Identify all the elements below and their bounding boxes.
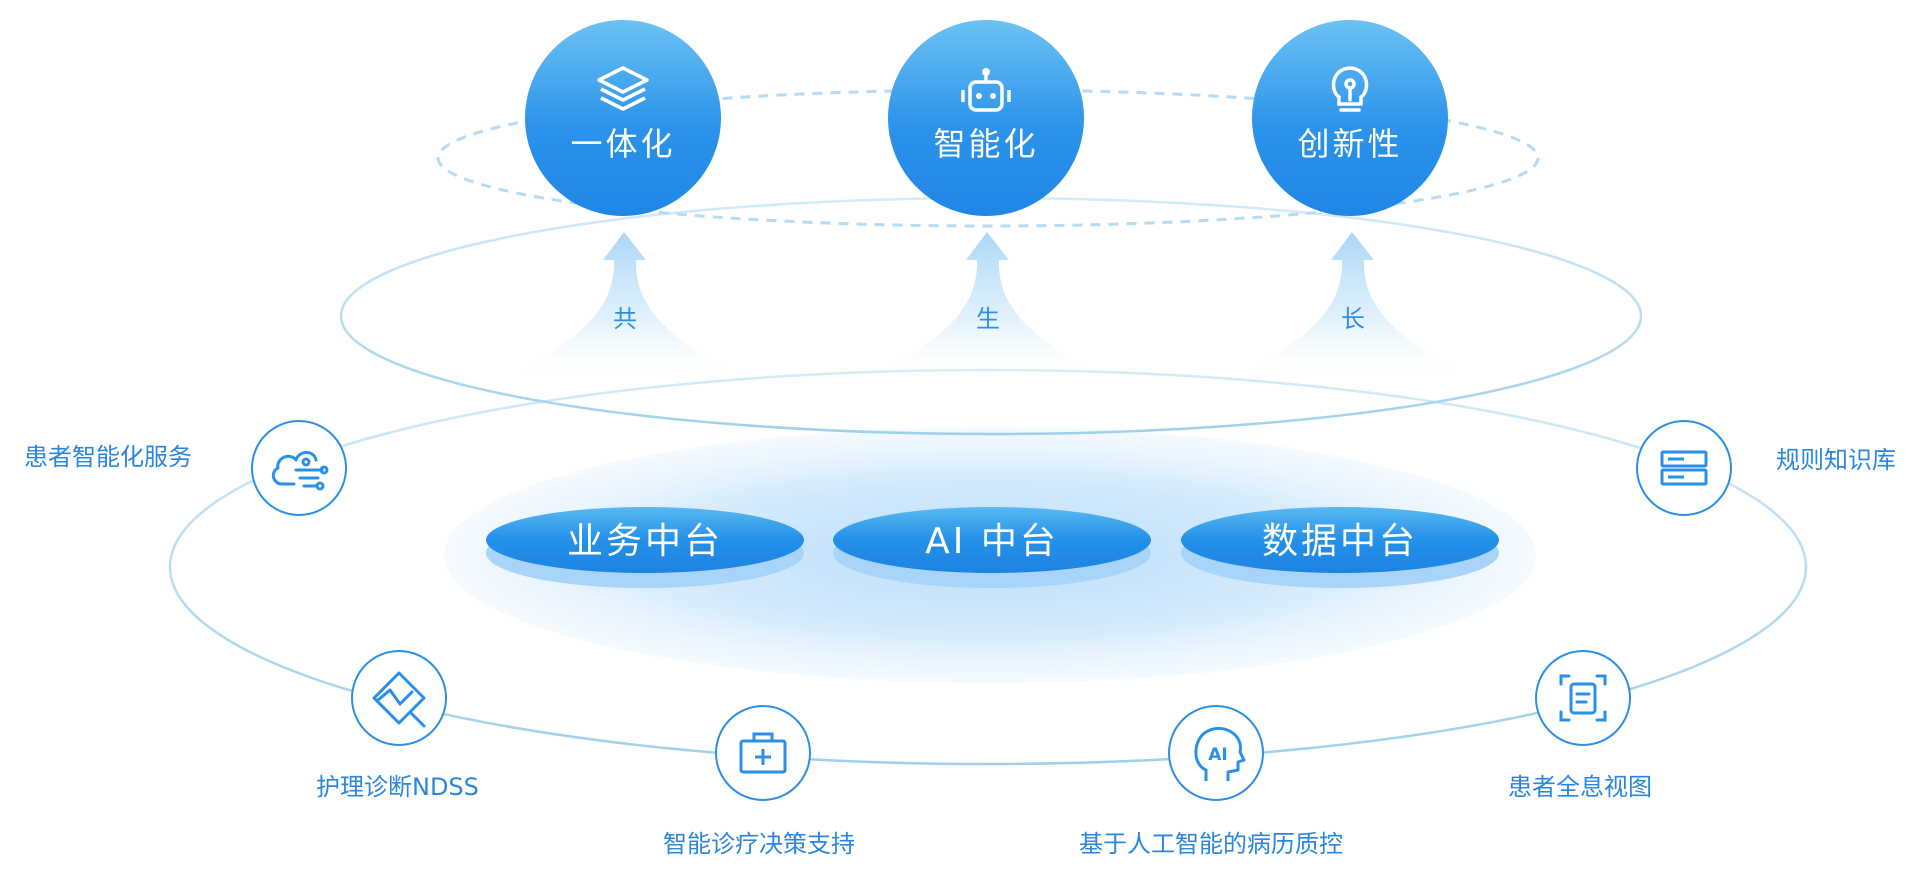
robot-icon xyxy=(961,68,1011,112)
platform-label-2: AI 中台 xyxy=(925,521,1059,562)
ai-head-icon xyxy=(1194,726,1246,781)
feature-circle-patient-service xyxy=(251,420,347,516)
feature-circle-ai-qc: AI xyxy=(1168,705,1264,801)
feature-label-patient-service: 患者智能化服务 xyxy=(24,443,192,471)
svg-text:AI: AI xyxy=(1208,745,1227,765)
arrow-label-3: 长 xyxy=(1341,305,1365,333)
pillar-circle-3 xyxy=(1252,20,1448,216)
arrow-3 xyxy=(1238,232,1468,380)
feature-label-decision: 智能诊疗决策支持 xyxy=(663,830,855,858)
platform-label-1: 业务中台 xyxy=(566,521,723,562)
pillar-label-1: 一体化 xyxy=(570,125,676,163)
feature-label-nursing: 护理诊断NDSS xyxy=(316,773,479,801)
feature-circle-nursing xyxy=(351,650,447,746)
platform-label-3: 数据中台 xyxy=(1261,521,1418,562)
pillar-circle-2 xyxy=(888,20,1084,216)
arrow-1 xyxy=(510,232,740,380)
lightbulb-icon xyxy=(1331,66,1369,112)
diamond-chart-icon xyxy=(372,671,426,728)
platform-pill-1 xyxy=(486,507,804,588)
feature-circle-rule-kb xyxy=(1636,420,1732,516)
pillar-label-3: 创新性 xyxy=(1297,125,1403,163)
server-icon xyxy=(1660,450,1708,486)
pillar-label-2: 智能化 xyxy=(933,125,1039,163)
arrow-label-2: 生 xyxy=(976,305,1000,333)
layers-icon xyxy=(597,66,649,111)
arrow-label-1: 共 xyxy=(613,305,637,333)
medical-kit-icon xyxy=(739,732,787,774)
feature-label-rule-kb: 规则知识库 xyxy=(1776,446,1896,474)
arrow-2 xyxy=(873,232,1103,380)
cloud-network-icon xyxy=(271,451,329,491)
pillar-circle-1 xyxy=(525,20,721,216)
feature-label-ai-qc: 基于人工智能的病历质控 xyxy=(1079,830,1343,858)
platform-pill-2 xyxy=(833,507,1151,588)
feature-circle-holo-view xyxy=(1535,650,1631,746)
feature-label-holo-view: 患者全息视图 xyxy=(1508,773,1652,801)
top-dashed-ring xyxy=(436,88,1540,228)
feature-circle-decision xyxy=(715,705,811,801)
scan-document-icon xyxy=(1559,674,1607,722)
platform-pill-3 xyxy=(1181,507,1499,588)
